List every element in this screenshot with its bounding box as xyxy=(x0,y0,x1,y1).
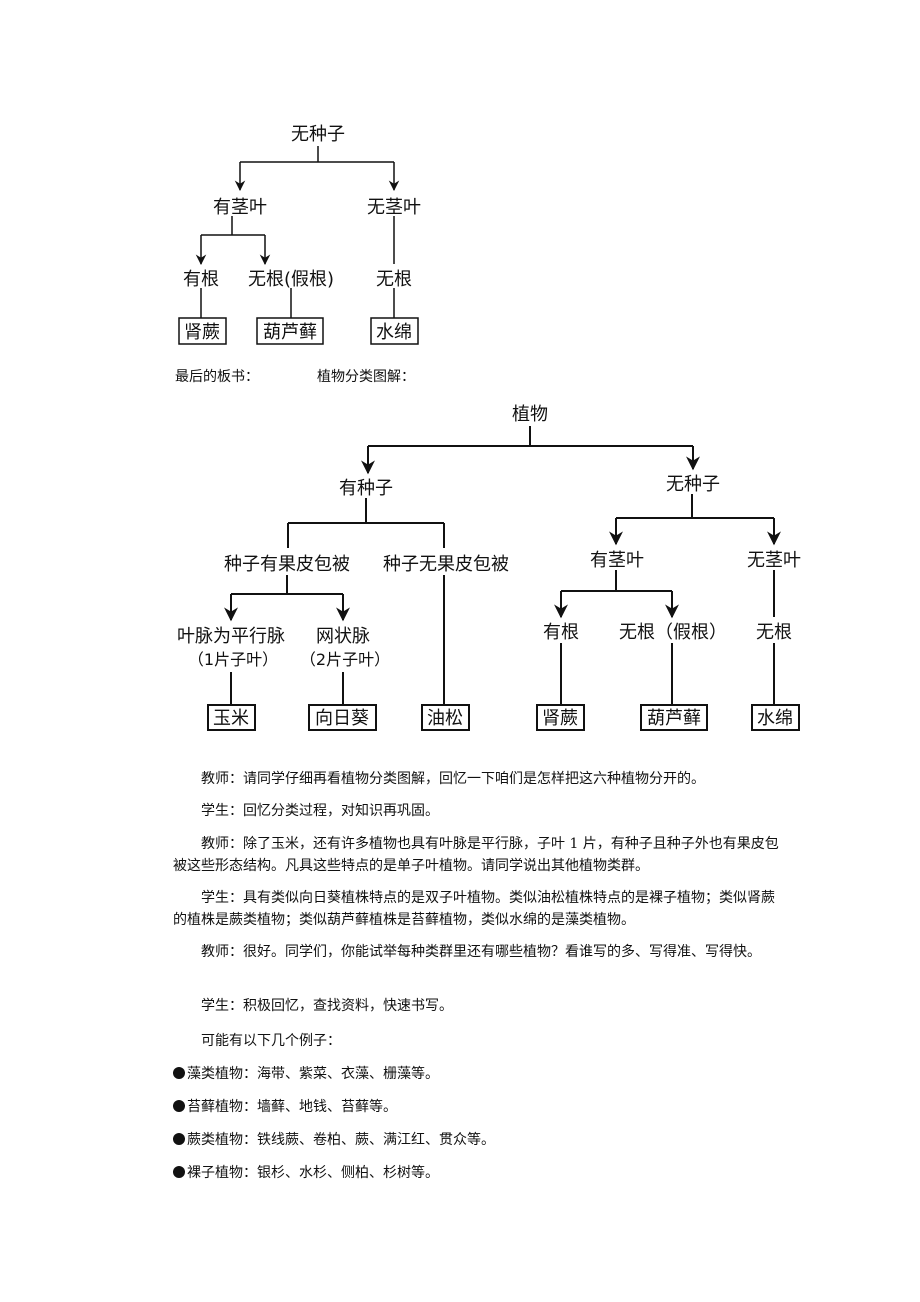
tree2-node-no-stem-leaf: 无茎叶 xyxy=(747,550,801,571)
tree1-leaf-spirogyra: 水绵 xyxy=(376,322,412,343)
tree1-leaf-fern: 肾蕨 xyxy=(184,322,220,343)
tree2-leaf-corn: 玉米 xyxy=(213,708,249,729)
tree2-node-seedless: 无种子 xyxy=(666,474,720,495)
example-item: 裸子植物：银杉、水杉、侧柏、杉树等。 xyxy=(173,1162,439,1184)
bullet-icon xyxy=(173,1133,185,1145)
tree2-leaf-sunflower: 向日葵 xyxy=(315,708,369,729)
tree2-node-net-vein: 网状脉 xyxy=(316,626,370,647)
tree2-node-false-root: 无根（假根） xyxy=(619,622,727,643)
tree2-node-two-cotyledon: （2片子叶） xyxy=(300,650,390,669)
caption-left: 最后的板书： xyxy=(175,369,259,385)
tree2-leaf-fern: 肾蕨 xyxy=(542,708,578,729)
paragraph: 学生：积极回忆，查找资料，快速书写。 xyxy=(201,998,453,1014)
paragraph: 教师：请同学仔细再看植物分类图解，回忆一下咱们是怎样把这六种植物分开的。 xyxy=(201,771,705,787)
paragraph: 可能有以下几个例子： xyxy=(201,1033,341,1049)
tree1-node-no-stem-leaf: 无茎叶 xyxy=(367,197,421,218)
seedless-plant-tree: 无种子 有茎叶 无茎叶 有根 无根(假根) 无根 肾蕨 葫芦藓 水绵 xyxy=(178,124,421,345)
caption: 最后的板书： 植物分类图解： xyxy=(175,366,415,386)
tree1-node-false-root: 无根(假根) xyxy=(248,269,334,290)
tree2-leaf-spirogyra: 水绵 xyxy=(757,708,793,729)
example-item: 藻类植物：海带、紫菜、衣藻、栅藻等。 xyxy=(173,1063,439,1085)
tree2-node-root: 有根 xyxy=(543,622,579,643)
tree1-node-stem-leaf: 有茎叶 xyxy=(213,197,267,218)
tree1-node-root: 有根 xyxy=(183,269,219,290)
plant-classification-tree: 植物 有种子 无种子 种子有果皮包被 种子无果皮包被 有茎叶 无茎叶 叶脉为平行… xyxy=(177,404,801,731)
tree2-node-gymnosperm: 种子无果皮包被 xyxy=(383,554,509,575)
tree2-node-angiosperm: 种子有果皮包被 xyxy=(224,554,350,575)
tree1-leaf-moss: 葫芦藓 xyxy=(263,322,317,343)
tree2-node-no-root: 无根 xyxy=(756,622,792,643)
bullet-icon xyxy=(173,1067,185,1079)
paragraph: 教师：很好。同学们，你能试举每种类群里还有哪些植物？看谁写的多、写得准、写得快。 xyxy=(201,944,761,960)
paragraph: 学生：回忆分类过程，对知识再巩固。 xyxy=(201,803,439,819)
caption-right: 植物分类图解： xyxy=(317,369,415,385)
example-item: 苔藓植物：墙藓、地钱、苔藓等。 xyxy=(173,1096,397,1118)
tree2-root: 植物 xyxy=(512,404,548,425)
tree2-node-parallel-vein: 叶脉为平行脉 xyxy=(177,626,285,647)
tree2-node-seed: 有种子 xyxy=(339,478,393,499)
bullet-icon xyxy=(173,1166,185,1178)
paragraph: 教师：除了玉米，还有许多植物也具有叶脉是平行脉，子叶 1 片，有种子且种子外也有… xyxy=(173,836,779,874)
tree2-leaf-moss: 葫芦藓 xyxy=(647,708,701,729)
tree1-root: 无种子 xyxy=(291,124,345,145)
tree2-leaf-pine: 油松 xyxy=(427,708,463,729)
tree1-node-no-root: 无根 xyxy=(376,269,412,290)
bullet-icon xyxy=(173,1100,185,1112)
paragraph: 学生：具有类似向日葵植株特点的是双子叶植物。类似油松植株特点的是裸子植物；类似肾… xyxy=(173,890,775,928)
tree2-node-stem-leaf: 有茎叶 xyxy=(590,550,644,571)
tree2-node-one-cotyledon: （1片子叶） xyxy=(188,650,278,669)
example-item: 蕨类植物：铁线蕨、卷柏、蕨、满江红、贯众等。 xyxy=(173,1129,495,1151)
